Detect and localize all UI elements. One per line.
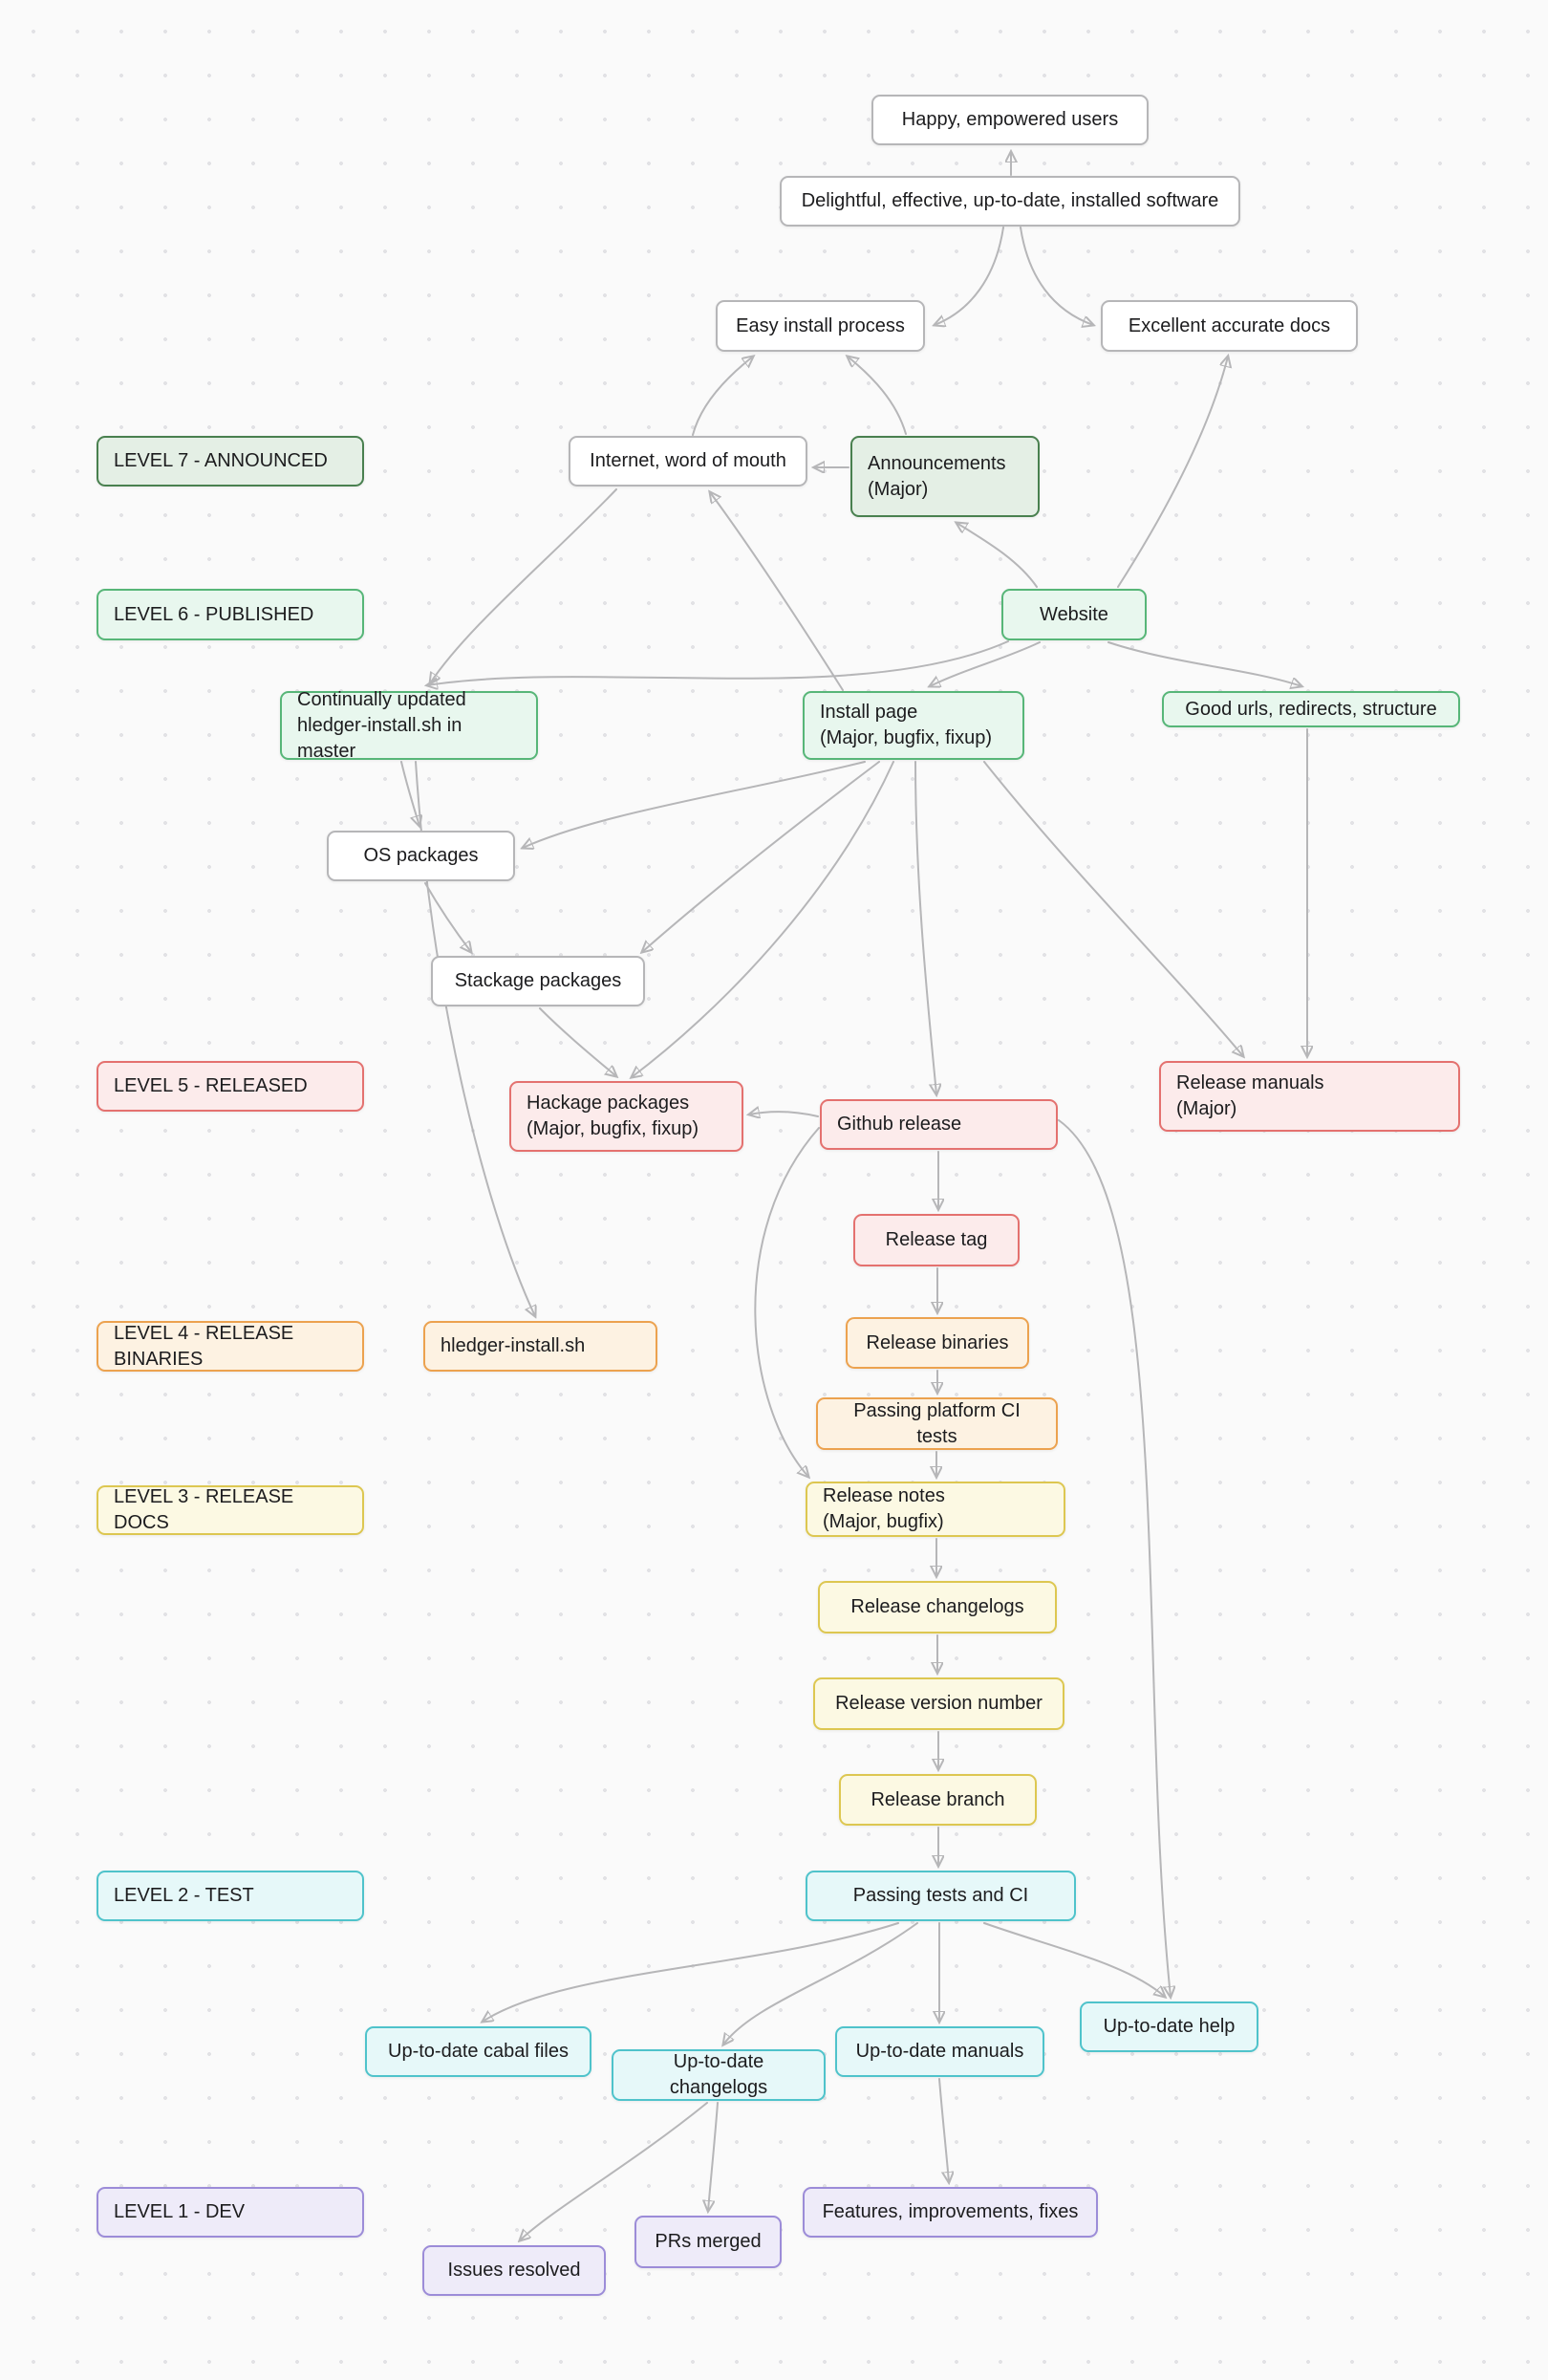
edge-installpage-githubrelease xyxy=(914,761,936,1094)
level-label-4-release-binaries: LEVEL 4 - RELEASE BINARIES xyxy=(97,1321,364,1372)
node-release-tag: Release tag xyxy=(853,1214,1020,1266)
edge-website-excellentdocs xyxy=(1117,357,1228,588)
edge-installpage-hackage xyxy=(632,761,894,1077)
node-up-to-date-cabal-files: Up-to-date cabal files xyxy=(365,2026,591,2077)
edge-stackage-hackage xyxy=(539,1007,616,1076)
node-github-release: Github release xyxy=(820,1099,1058,1150)
edge-website-installpage xyxy=(930,641,1041,686)
node-announcements: Announcements (Major) xyxy=(850,436,1040,517)
node-internet-word-of-mouth: Internet, word of mouth xyxy=(569,436,807,487)
edge-website-goodurls xyxy=(1107,641,1301,686)
level-label-7-announced: LEVEL 7 - ANNOUNCED xyxy=(97,436,364,487)
node-up-to-date-help: Up-to-date help xyxy=(1080,2001,1258,2052)
level-label-6-published: LEVEL 6 - PUBLISHED xyxy=(97,589,364,640)
edge-ospackages-stackage xyxy=(424,882,471,952)
node-os-packages: OS packages xyxy=(327,831,515,881)
node-issues-resolved: Issues resolved xyxy=(422,2245,606,2296)
node-easy-install-process: Easy install process xyxy=(716,300,925,352)
edge-installpage-ospackages xyxy=(523,761,866,848)
edge-delightful-easyinstall xyxy=(935,227,1004,325)
node-continually-updated-hledger-install: Continually updated hledger-install.sh i… xyxy=(280,689,538,762)
node-release-changelogs: Release changelogs xyxy=(818,1581,1057,1634)
edge-internet-continually xyxy=(430,488,617,683)
node-release-notes: Release notes (Major, bugfix) xyxy=(806,1482,1065,1537)
edge-githubrelease-utdhelp xyxy=(1058,1119,1171,1997)
edge-internet-easyinstall xyxy=(692,357,753,436)
node-release-manuals: Release manuals (Major) xyxy=(1159,1061,1460,1132)
edge-website-continually xyxy=(427,640,1009,685)
edge-utdchangelogs-prsmerged xyxy=(708,2102,719,2211)
node-hackage-packages: Hackage packages (Major, bugfix, fixup) xyxy=(509,1081,743,1152)
node-release-binaries: Release binaries xyxy=(846,1317,1029,1369)
node-install-page: Install page (Major, bugfix, fixup) xyxy=(803,691,1024,760)
level-label-2-test: LEVEL 2 - TEST xyxy=(97,1871,364,1921)
node-release-branch: Release branch xyxy=(839,1774,1037,1826)
edge-installpage-internet xyxy=(710,492,844,691)
edge-passingtests-utdhelp xyxy=(983,1922,1165,1997)
node-stackage-packages: Stackage packages xyxy=(431,956,645,1006)
edge-githubrelease-releasenotes xyxy=(754,1127,820,1477)
node-prs-merged: PRs merged xyxy=(634,2216,782,2268)
edge-githubrelease-hackage xyxy=(749,1112,819,1116)
node-up-to-date-manuals: Up-to-date manuals xyxy=(835,2026,1044,2077)
node-delightful-software: Delightful, effective, up-to-date, insta… xyxy=(780,176,1240,227)
edge-delightful-excellentdocs xyxy=(1020,227,1093,325)
level-label-1-dev: LEVEL 1 - DEV xyxy=(97,2187,364,2238)
edge-utdchangelogs-issuesresolved xyxy=(520,2102,708,2240)
node-hledger-install-sh: hledger-install.sh xyxy=(423,1321,657,1372)
node-passing-platform-ci-tests: Passing platform CI tests xyxy=(816,1397,1058,1450)
node-release-version-number: Release version number xyxy=(813,1677,1064,1730)
edge-installpage-releasemanuals xyxy=(983,761,1243,1056)
edge-announcements-easyinstall xyxy=(848,357,907,435)
node-happy-users: Happy, empowered users xyxy=(871,95,1149,145)
edge-utdmanuals-features xyxy=(938,2078,949,2182)
edge-continually-ospackages xyxy=(400,761,419,826)
node-good-urls: Good urls, redirects, structure xyxy=(1162,691,1460,727)
level-label-5-released: LEVEL 5 - RELEASED xyxy=(97,1061,364,1112)
node-excellent-accurate-docs: Excellent accurate docs xyxy=(1101,300,1358,352)
edge-installpage-stackage xyxy=(642,761,880,952)
node-website: Website xyxy=(1001,589,1147,640)
edge-passingtests-cabalfiles xyxy=(483,1922,899,2022)
node-features-improvements-fixes: Features, improvements, fixes xyxy=(803,2187,1098,2238)
edge-passingtests-utdchangelogs xyxy=(723,1922,918,2045)
level-label-3-release-docs: LEVEL 3 - RELEASE DOCS xyxy=(97,1485,364,1535)
node-up-to-date-changelogs: Up-to-date changelogs xyxy=(612,2049,826,2101)
edge-website-announcements xyxy=(957,523,1038,588)
node-passing-tests-and-ci: Passing tests and CI xyxy=(806,1871,1076,1921)
